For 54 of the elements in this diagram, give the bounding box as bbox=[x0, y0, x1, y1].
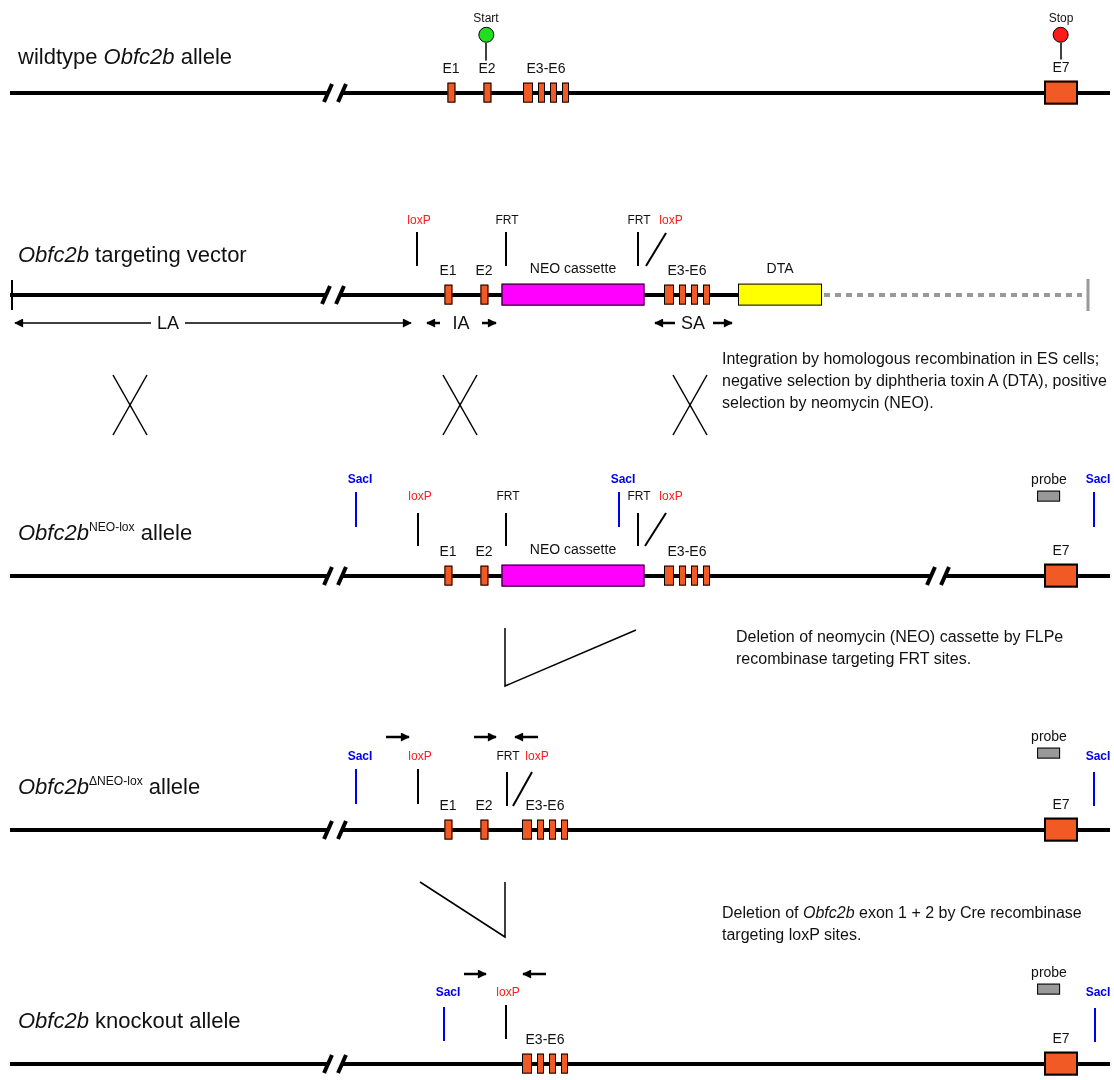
site-label: FRT bbox=[627, 490, 651, 504]
restriction-site-label: SacI bbox=[1085, 473, 1111, 487]
probe-label: probe bbox=[1031, 964, 1067, 980]
exon-label: E2 bbox=[475, 543, 493, 559]
row-title: wildtype Obfc2b allele bbox=[18, 44, 232, 70]
row-title: Obfc2b$^{NEO-lox}$ allele bbox=[18, 520, 193, 546]
restriction-site-label: SacI bbox=[1085, 750, 1111, 764]
exon-label: E2 bbox=[475, 797, 493, 813]
site-label: FRT bbox=[496, 490, 520, 504]
site-label: loxP bbox=[496, 986, 520, 1000]
probe-label: probe bbox=[1031, 471, 1067, 487]
restriction-site-label: SacI bbox=[435, 986, 461, 1000]
exon-label: E1 bbox=[439, 262, 457, 278]
restriction-site-label: SacI bbox=[347, 750, 373, 764]
exon-label: E3-E6 bbox=[667, 543, 707, 559]
exon-label: E2 bbox=[475, 262, 493, 278]
row-title: Obfc2b knockout allele bbox=[18, 1008, 241, 1034]
row-title: Obfc2b targeting vector bbox=[18, 242, 247, 268]
exon-label: E2 bbox=[478, 60, 496, 76]
cassette-label: NEO cassette bbox=[529, 260, 617, 276]
exon-label: E3-E6 bbox=[525, 1031, 565, 1047]
exon-label: E3-E6 bbox=[525, 797, 565, 813]
site-label: loxP bbox=[659, 490, 683, 504]
site-label: loxP bbox=[407, 214, 431, 228]
exon-label: E3-E6 bbox=[667, 262, 707, 278]
stop-label: Stop bbox=[1048, 11, 1074, 25]
connector-line bbox=[485, 42, 487, 62]
site-label: loxP bbox=[408, 750, 432, 764]
probe-label: probe bbox=[1031, 728, 1067, 744]
row-title: Obfc2b$^{ΔNEO-lox}$ allele bbox=[18, 774, 201, 800]
restriction-site-label: SacI bbox=[347, 473, 373, 487]
site-label: FRT bbox=[495, 214, 519, 228]
exon-label: E7 bbox=[1052, 1030, 1070, 1046]
exon-label: E1 bbox=[442, 60, 460, 76]
restriction-site-label: SacI bbox=[610, 473, 636, 487]
site-label: FRT bbox=[627, 214, 651, 228]
exon-label: E1 bbox=[439, 797, 457, 813]
start-label: Start bbox=[473, 11, 499, 25]
exon-label: E7 bbox=[1052, 59, 1070, 75]
note-text: Deletion of Obfc2b exon 1 + 2 by Cre recombinase targeting loxP sites. bbox=[722, 903, 1083, 945]
connector-line bbox=[1060, 42, 1062, 61]
note-text: Integration by homologous recombination in ES cells; negative selection by diphtheria toxin A (DTA), positive selection by neomycin (NEO). bbox=[722, 349, 1108, 413]
cassette-label: DTA bbox=[766, 260, 794, 276]
exon-label: E7 bbox=[1052, 542, 1070, 558]
exon-label: E3-E6 bbox=[526, 60, 566, 76]
site-label: loxP bbox=[408, 490, 432, 504]
site-label: FRT bbox=[496, 750, 520, 764]
site-label: loxP bbox=[659, 214, 683, 228]
restriction-site-label: SacI bbox=[1085, 986, 1111, 1000]
site-label: loxP bbox=[525, 750, 549, 764]
exon-label: E1 bbox=[439, 543, 457, 559]
cassette-label: NEO cassette bbox=[529, 541, 617, 557]
exon-label: E7 bbox=[1052, 796, 1070, 812]
note-text: Deletion of neomycin (NEO) cassette by FLPe recombinase targeting FRT sites. bbox=[736, 627, 1065, 669]
